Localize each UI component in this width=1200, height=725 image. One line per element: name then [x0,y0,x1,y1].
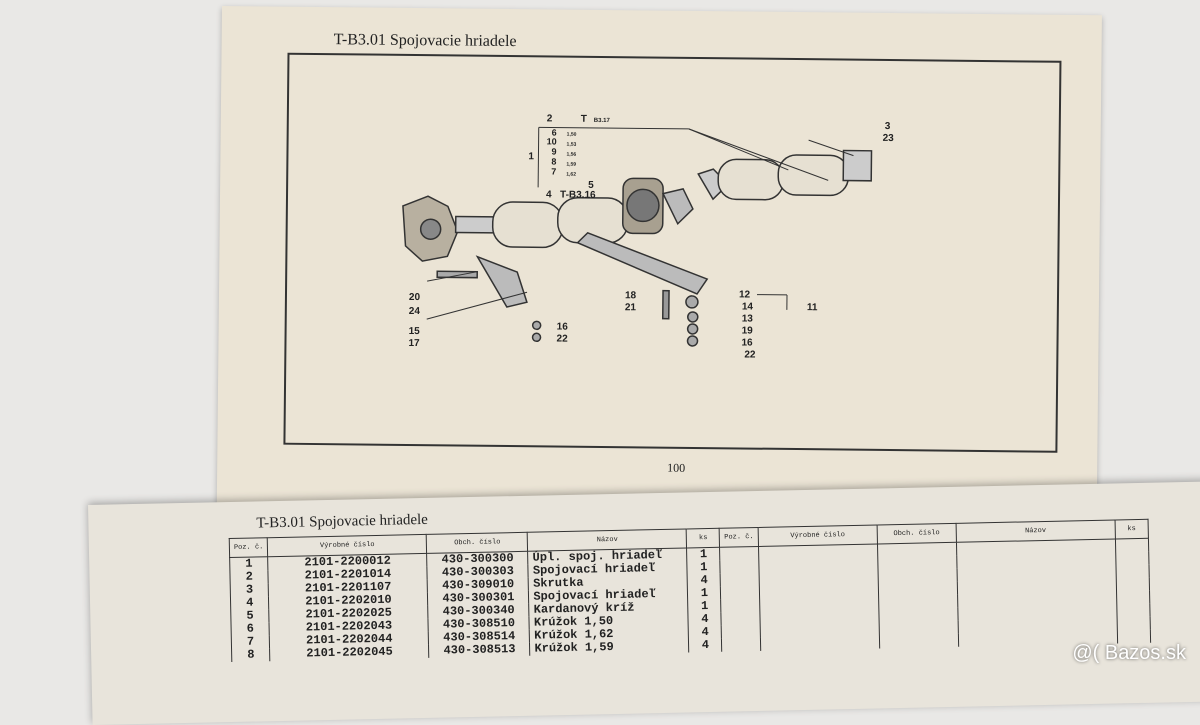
table-cell-empty [720,546,759,560]
diagram-frame: 1 2 T B3.17 6 10 9 8 7 5 4 T-B3.16 3 23 … [283,53,1061,453]
col-header: Poz. č. [229,538,268,558]
callout: T [581,114,587,125]
page-title: T-B3.01 Spojovacie hriadele [256,512,428,533]
callout: 3 [885,121,891,132]
small-label: 1,53 [567,142,577,148]
callout: 14 [742,301,754,312]
callout: 22 [744,349,756,360]
callout: 17 [408,338,420,349]
table-cell-empty [721,612,760,626]
table-cell-empty [879,634,958,649]
col-header: Výrobné číslo [758,525,877,546]
callout: 21 [625,302,637,313]
top-page: T-B3.01 Spojovacie hriadele [216,6,1102,555]
callout: 19 [742,325,754,336]
callout: 15 [409,326,421,337]
bottom-page: T-B3.01 Spojovacie hriadele Poz. č. Výro… [88,481,1200,725]
callout: 16 [741,337,753,348]
callout: 2 [547,113,553,124]
table-cell-vyr: 2101-2202045 [270,645,429,661]
watermark: @( Bazos.sk [1072,642,1186,665]
callout: B3.17 [594,118,611,124]
table-cell-empty [1116,565,1149,579]
callout: 4 [546,189,552,200]
table-cell-empty [760,635,879,650]
table-cell-empty [1116,591,1149,605]
small-label: 1,62 [566,172,576,178]
callout: 7 [551,166,556,176]
parts-table: Poz. č. Výrobné číslo Obch. číslo Názov … [229,519,1151,662]
callout: 16 [557,322,569,333]
callout: 11 [807,302,818,313]
table-cell-empty [721,599,760,613]
small-label: 1,50 [567,132,577,138]
col-header: Poz. č. [720,527,759,547]
callout: 10 [547,136,557,146]
table-cell-empty [722,625,761,639]
callout: 18 [625,290,637,301]
callout: 23 [883,133,895,144]
col-header: ks [687,528,720,548]
table-cell-obch: 430-308513 [429,643,530,658]
callout: 13 [742,313,754,324]
table-cell-empty [1115,538,1148,552]
col-header: ks [1115,519,1148,539]
callout: 20 [409,292,421,303]
table-cell-empty [1116,552,1149,566]
page-number: 100 [667,461,685,476]
table-cell-empty [721,586,760,600]
callout: T-B3.16 [560,190,596,201]
table-cell-empty [1117,604,1150,618]
callout: 9 [551,146,556,156]
col-header: Obch. číslo [877,523,956,544]
table-cell-empty [722,638,761,652]
callout: 22 [556,334,568,345]
exploded-diagram: 1 2 T B3.17 6 10 9 8 7 5 4 T-B3.16 3 23 … [285,55,1059,451]
table-cell-empty [1117,617,1150,631]
table-cell-ks: 4 [689,639,722,653]
table-cell-nazov: Krúžok 1,59 [530,639,689,655]
small-label: 1,59 [566,162,576,168]
callout: 1 [528,151,534,162]
callout: 24 [409,306,421,317]
table-cell-empty [720,560,759,574]
small-label: 1,56 [566,152,576,158]
page-title: T-B3.01 Spojovacie hriadele [334,31,517,51]
callout: 12 [739,289,751,300]
table-cell-pos: 8 [232,648,271,662]
table-cell-empty [1116,578,1149,592]
table-cell-empty [720,573,759,587]
callout: 8 [551,156,556,166]
